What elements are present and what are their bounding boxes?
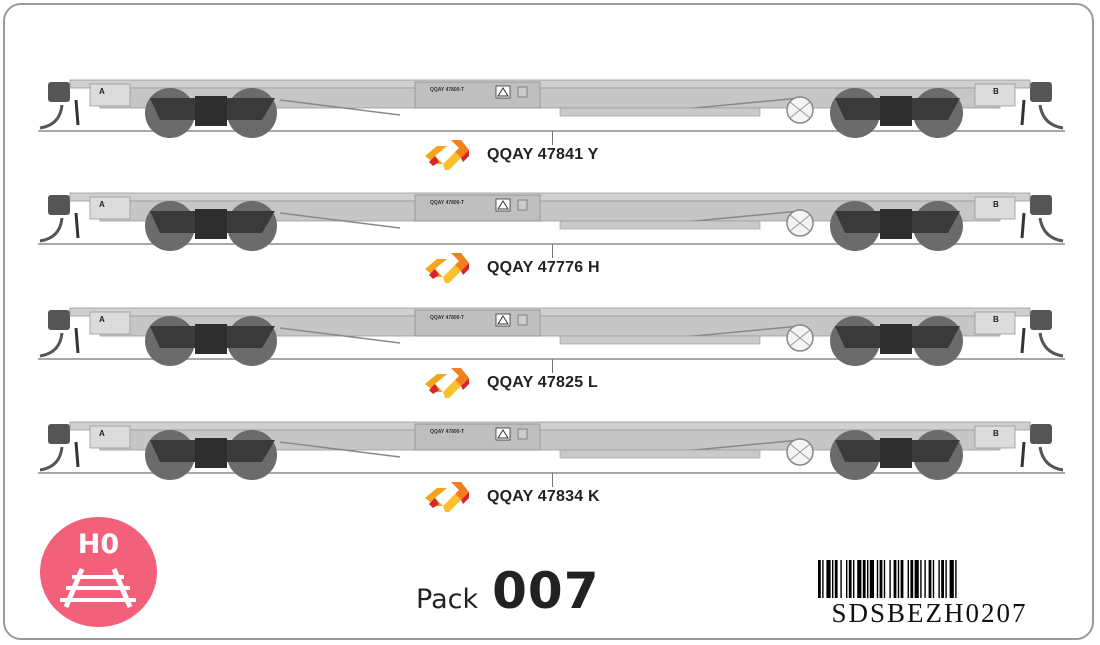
- pack-info: Pack 007: [416, 562, 599, 620]
- wagon-row: A B QQAY 47800-T QQAY 47825 L: [0, 298, 1100, 413]
- pack-label: Pack: [416, 584, 479, 615]
- svg-text:B: B: [993, 315, 999, 324]
- track-icon: [60, 568, 136, 608]
- scale-text: H0: [77, 529, 120, 560]
- operator-logo-icon: [425, 253, 469, 283]
- divider-tick: [552, 244, 553, 258]
- divider-tick: [552, 473, 553, 487]
- wagon-label: QQAY 47841 Y: [425, 140, 599, 170]
- pack-number: 007: [492, 562, 600, 620]
- wagon-drawing: A B QQAY 47800-T: [38, 421, 1065, 480]
- svg-text:B: B: [993, 429, 999, 438]
- svg-text:A: A: [99, 87, 105, 96]
- operator-logo-icon: [425, 140, 469, 170]
- svg-text:A: A: [99, 429, 105, 438]
- svg-text:A: A: [99, 200, 105, 209]
- wagon-number: QQAY 47841 Y: [487, 146, 599, 163]
- svg-text:QQAY 47800-T: QQAY 47800-T: [430, 200, 464, 206]
- svg-text:QQAY 47800-T: QQAY 47800-T: [430, 87, 464, 93]
- svg-text:B: B: [993, 87, 999, 96]
- divider-tick: [552, 359, 553, 373]
- wagon-label: QQAY 47776 H: [425, 253, 600, 283]
- wagon-row: A B QQAY 47800-T QQAY 47776 H: [0, 183, 1100, 298]
- operator-logo-icon: [425, 368, 469, 398]
- barcode: [818, 560, 957, 598]
- wagon-drawing: A B QQAY 47800-T: [38, 307, 1065, 366]
- wagon-number: QQAY 47834 K: [487, 488, 600, 505]
- scale-badge: H0: [40, 517, 157, 627]
- wagon-drawing: A B QQAY 47800-T: [38, 79, 1065, 138]
- wagon-number: QQAY 47776 H: [487, 259, 600, 276]
- wagon-label: QQAY 47834 K: [425, 482, 600, 512]
- wagon-label: QQAY 47825 L: [425, 368, 598, 398]
- barcode-text: SDSBEZH0207: [831, 598, 1028, 628]
- svg-text:QQAY 47800-T: QQAY 47800-T: [430, 315, 464, 321]
- wagon-number: QQAY 47825 L: [487, 374, 598, 391]
- wagon-drawing: A B QQAY 47800-T: [38, 192, 1065, 251]
- svg-text:QQAY 47800-T: QQAY 47800-T: [430, 429, 464, 435]
- svg-text:A: A: [99, 315, 105, 324]
- svg-text:B: B: [993, 200, 999, 209]
- wagon-row: A B QQAY 47800-T QQAY 47834 K: [0, 412, 1100, 527]
- operator-logo-icon: [425, 482, 469, 512]
- wagon-row: A B QQAY 47800-T QQAY 47841 Y: [0, 70, 1100, 185]
- divider-tick: [552, 131, 553, 145]
